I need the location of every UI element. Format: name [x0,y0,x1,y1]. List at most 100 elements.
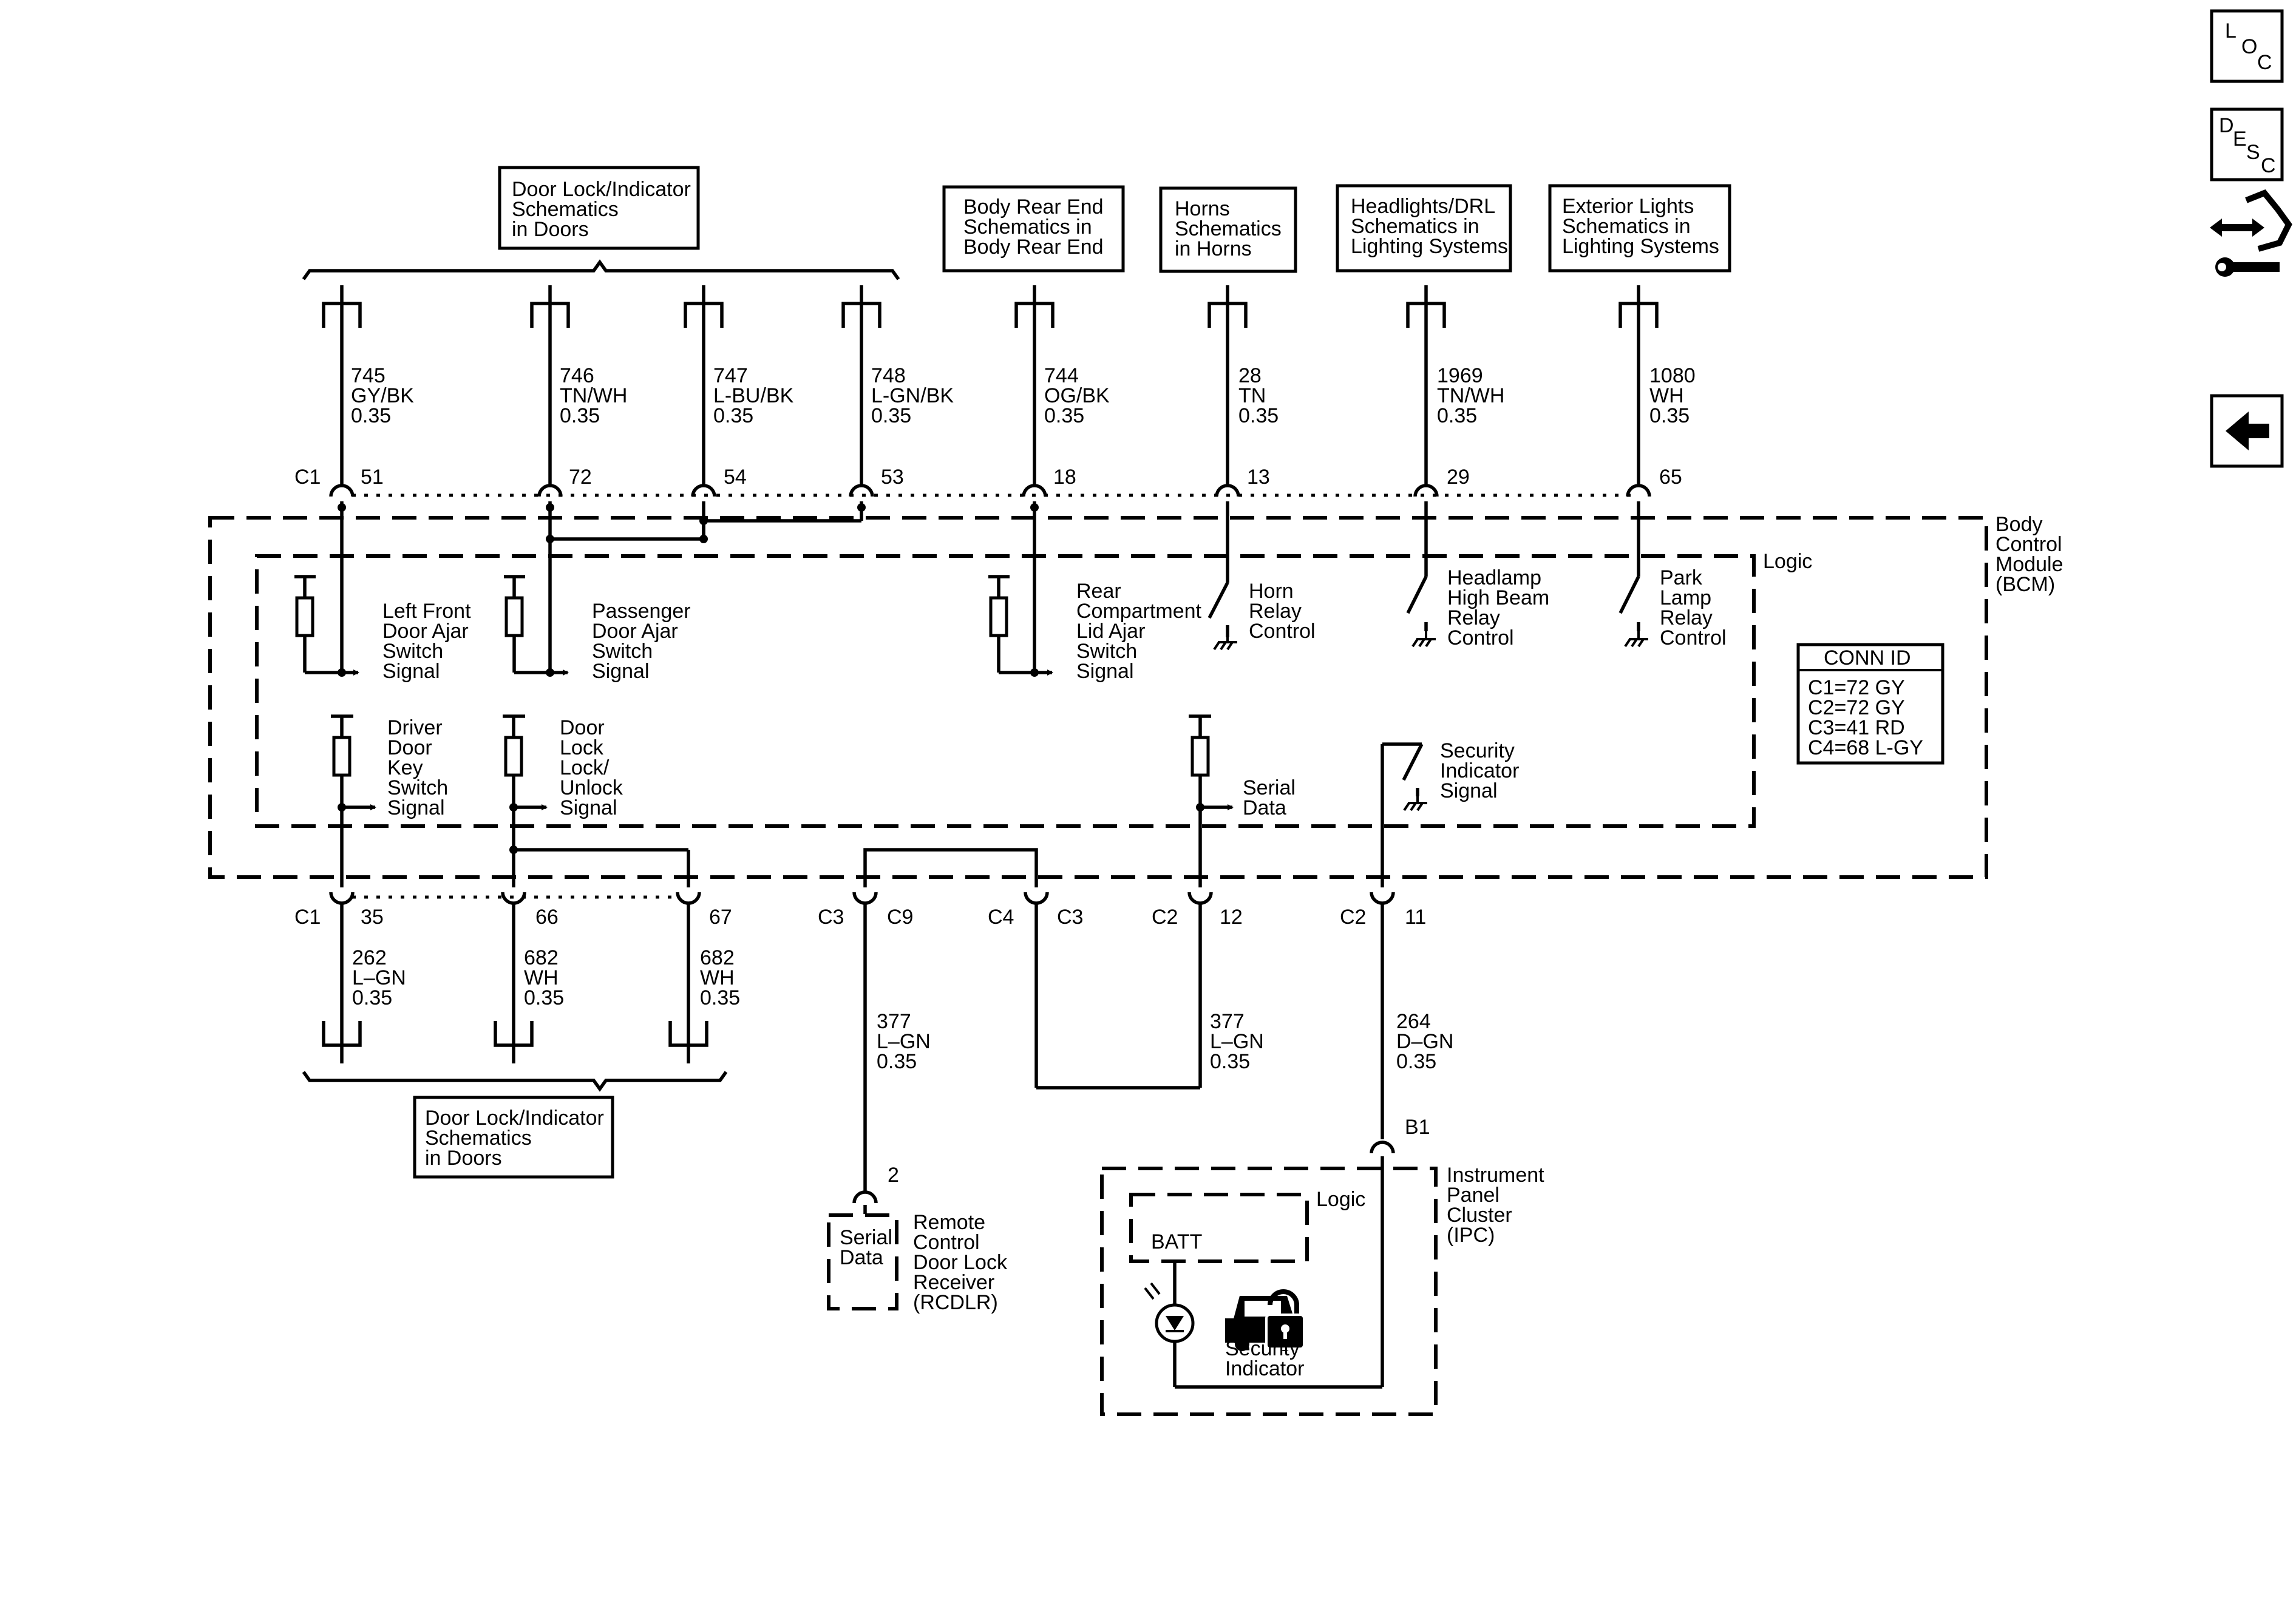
conn-id-row: C4=68 L-GY [1808,736,1923,759]
ref-box-headlights[interactable]: Headlights/DRL Schematics in Lighting Sy… [1336,184,1512,273]
module-name: Cluster [1447,1204,1512,1227]
ref-text: Exterior Lights [1562,195,1694,218]
conn-id-title: CONN ID [1824,646,1911,670]
pin-number: 51 [361,466,384,489]
ref-box-exterior-lights[interactable]: Exterior Lights Schematics in Lighting S… [1548,184,1731,273]
pin-number: 72 [569,466,592,489]
circuit-number: 745 [351,364,385,387]
ref-text: in Doors [512,218,589,241]
ref-text: Headlights/DRL [1351,195,1495,218]
ref-box-body-rear[interactable]: Body Rear End Schematics in Body Rear En… [942,185,1125,273]
module-name: (IPC) [1447,1224,1495,1247]
connector-label: C4 [988,906,1014,929]
back-arrow-button[interactable] [2210,394,2284,468]
signal-label: Compartment [1076,600,1202,623]
signal-label: Unlock [560,776,623,799]
passenger-door-ajar-circuit: Passenger Door Ajar Switch Signal [504,575,691,683]
wire-color: L-BU/BK [713,384,794,407]
wire-label-1080: 1080 WH 0.35 [1649,364,1696,427]
signal-label: Control [1660,626,1727,649]
serial-data-label: Serial [840,1226,892,1249]
wire-gauge: 0.35 [1649,404,1690,427]
conn-id-row: C3=41 RD [1808,716,1905,739]
circuit-number: 682 [524,946,559,969]
pin-number: C3 [1057,906,1083,929]
pin-number: 54 [724,466,747,489]
module-name: Receiver [913,1271,994,1294]
loc-letter: C [2257,51,2272,74]
rcdlr-module[interactable]: Serial Data Remote Control Door Lock Rec… [827,1205,1008,1314]
ref-text: in Horns [1175,237,1252,260]
circuit-number: 746 [560,364,594,387]
ref-text: Door Lock/Indicator [425,1107,604,1130]
wire-color: TN [1238,384,1266,407]
lf-door-ajar-circuit: Left Front Door Ajar Switch Signal [294,575,471,683]
ref-text: Schematics [1175,217,1282,240]
bcm-top-internal-wiring [338,501,1039,673]
logic-label: Logic [1316,1188,1365,1211]
ipc-module[interactable]: Logic BATT Instrument Panel Cluster (IPC… [1100,1156,1544,1416]
serial-data-wires: 377 L–GN 0.35 377 L–GN 0.35 2 [854,904,1264,1203]
pin-number: 11 [1405,906,1426,929]
wire-gauge: 0.35 [700,986,740,1009]
signal-label: Control [1447,626,1514,649]
circuit-number: 747 [713,364,748,387]
loc-button[interactable]: L O C [2210,9,2284,83]
wire-gauge: 0.35 [560,404,600,427]
ref-box-door-lock-top[interactable]: Door Lock/Indicator Schematics in Doors [498,166,700,250]
signal-label: Switch [1076,640,1137,663]
pin-number: 13 [1247,466,1270,489]
c3-c4-internal-link [863,848,1038,887]
wire-color: WH [700,966,735,989]
wire-gauge: 0.35 [352,986,392,1009]
signal-label: Key [387,756,423,779]
ref-text: Lighting Systems [1562,235,1719,258]
signal-label: Switch [592,640,653,663]
pin-number: 66 [535,906,559,929]
ref-text: Horns [1175,197,1230,220]
signal-label: Lock/ [560,756,610,779]
signal-label: Lamp [1660,586,1711,609]
circuit-number: 682 [700,946,735,969]
connector-label: C2 [1340,906,1366,929]
conn-id-row: C2=72 GY [1808,696,1905,719]
wire-color: TN/WH [560,384,627,407]
ref-text: Body Rear End [963,236,1104,259]
circuit-number: 1969 [1437,364,1483,387]
bcm-module[interactable]: Logic Body Control Module (BCM) [208,513,2063,879]
indicator-label: Indicator [1225,1357,1304,1380]
signal-label: Switch [382,640,443,663]
desc-letter: E [2233,127,2247,151]
wire-color: GY/BK [351,384,414,407]
circuit-number: 744 [1044,364,1079,387]
desc-button[interactable]: D E S C [2210,107,2284,181]
connector-wrench-icon[interactable] [2210,189,2292,277]
headlamp-relay-control-circuit: Headlamp High Beam Relay Control [1406,501,1549,649]
ref-text: Body Rear End [963,195,1104,219]
wire-gauge: 0.35 [1396,1050,1436,1073]
connector-label: C1 [294,466,321,489]
wire-label-28: 28 TN 0.35 [1238,364,1279,427]
signal-label: Serial [1243,776,1296,799]
ref-text: in Doors [425,1147,502,1170]
ref-box-door-lock-bottom[interactable]: Door Lock/Indicator Schematics in Doors [413,1096,614,1179]
wire-gauge: 0.35 [1238,404,1279,427]
serial-data-circuit: Serial Data [1189,714,1296,887]
ref-box-horns[interactable]: Horns Schematics in Horns [1159,186,1297,273]
conn-id-table: CONN ID C1=72 GY C2=72 GY C3=41 RD C4=68… [1796,643,1944,765]
pin-number: B1 [1405,1116,1430,1139]
connector-label: C1 [294,906,321,929]
module-name: Control [913,1231,980,1254]
signal-label: Lock [560,736,604,759]
wire-color: L–GN [352,966,406,989]
top-bracket [302,259,900,280]
horn-relay-control-circuit: Horn Relay Control [1207,501,1316,651]
module-name: Body [1995,513,2043,536]
module-name: Door Lock [913,1251,1008,1274]
security-wire-264: 264 D–GN 0.35 B1 [1371,904,1453,1153]
signal-label: Horn [1249,580,1294,603]
pin-number: 18 [1053,466,1076,489]
ref-text: Schematics in [1351,215,1479,238]
wire-gauge: 0.35 [713,404,753,427]
